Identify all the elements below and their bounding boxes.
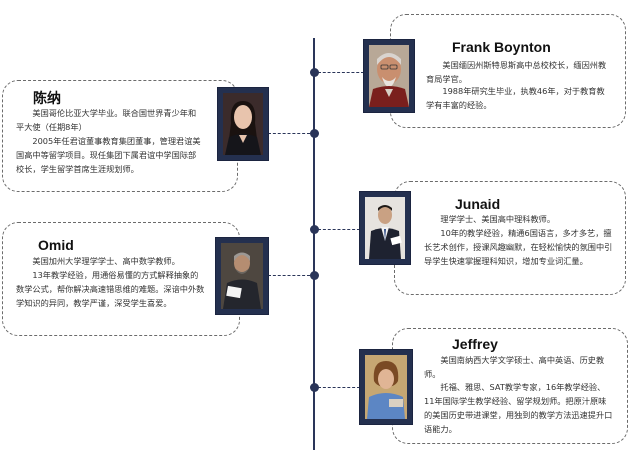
bio-frank-1: 美国缅因州斯特恩斯高中总校校长，缅因州教育局学官。 <box>426 60 607 84</box>
connector-line <box>268 133 310 134</box>
name-jeffrey: Jeffrey <box>452 336 498 352</box>
name-frank: Frank Boynton <box>452 39 551 55</box>
name-junaid: Junaid <box>455 196 501 212</box>
profile-card-jeffrey <box>392 328 628 444</box>
timeline-dot <box>309 68 319 77</box>
bio-chenna-1: 美国哥伦比亚大学毕业。联合国世界青少年和平大使（任期8年） <box>16 108 197 132</box>
connector-line <box>318 229 360 230</box>
bio-junaid-2: 10年的教学经验，精通6国语言，多才多艺，擅长艺术创作，授课风趣幽默，在轻松愉快… <box>424 228 613 266</box>
connector-line <box>268 275 310 276</box>
bio-junaid-1: 理学学士、美国高中理科教师。 <box>440 214 556 224</box>
name-chenna: 陈纳 <box>33 90 61 106</box>
portrait-junaid <box>360 192 410 264</box>
person-photo-icon <box>369 45 409 107</box>
timeline-dot <box>309 129 319 138</box>
connector-line <box>318 387 360 388</box>
portrait-frank <box>364 40 414 112</box>
bio-jeffrey-1: 美国南纳西大学文学硕士、高中英语、历史教师。 <box>424 355 605 379</box>
timeline-dot <box>309 271 319 280</box>
profile-card-chenna <box>2 80 238 192</box>
profile-card-frank <box>390 14 626 128</box>
person-photo-icon <box>365 197 405 259</box>
name-omid: Omid <box>38 237 74 253</box>
connector-line <box>318 72 364 73</box>
bio-jeffrey-2: 托福、雅思、SAT教学专家，16年教学经验、11年国际学生教学经验、留学规划师。… <box>424 382 613 434</box>
timeline-line <box>313 38 315 450</box>
person-photo-icon <box>223 93 263 155</box>
portrait-chenna <box>218 88 268 160</box>
person-photo-icon <box>221 243 263 309</box>
bio-chenna-2: 2005年任君谊董事教育集团董事，管理君谊美国高中等留学项目。现任集团下属君谊中… <box>16 136 201 174</box>
bio-omid-1: 美国加州大学理学学士、高中数学教师。 <box>32 256 180 266</box>
timeline-dot <box>309 383 319 392</box>
person-photo-icon <box>365 355 407 419</box>
profile-card-omid <box>2 222 240 336</box>
portrait-omid <box>216 238 268 314</box>
bio-frank-2: 1988年研究生毕业，执教46年，对于教育教学有丰富的经验。 <box>426 86 605 110</box>
bio-omid-2: 13年教学经验，用通俗易懂的方式解释抽象的数学公式，帮你解决高速错思维的难题。深… <box>16 270 205 308</box>
timeline-dot <box>309 225 319 234</box>
portrait-jeffrey <box>360 350 412 424</box>
